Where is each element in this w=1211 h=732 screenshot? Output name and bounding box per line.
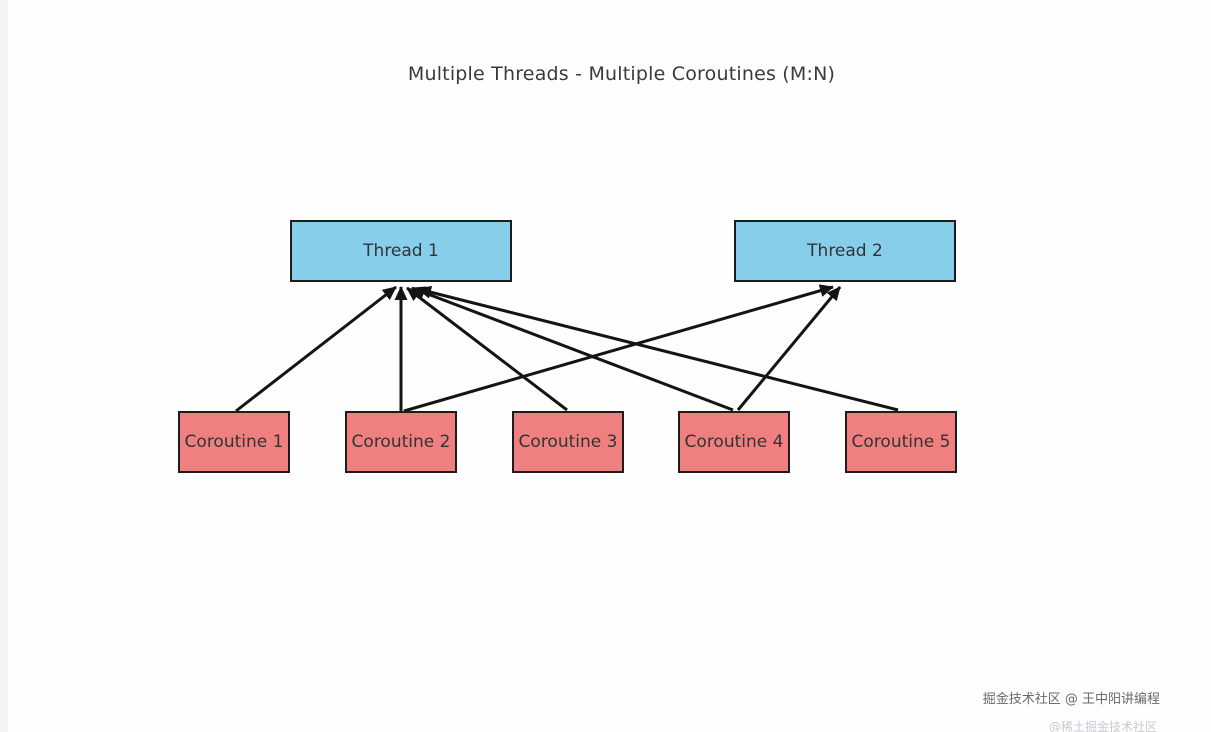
diagram-title: Multiple Threads - Multiple Coroutines (… [407, 63, 836, 85]
coroutine-1-label: Coroutine 1 [184, 432, 284, 452]
coroutine-4-node: Coroutine 4 [678, 411, 790, 473]
thread-2-label: Thread 2 [807, 241, 883, 261]
coroutine-3-node: Coroutine 3 [512, 411, 624, 473]
coroutine-4-label: Coroutine 4 [684, 432, 784, 452]
thread-1-node: Thread 1 [290, 220, 512, 282]
edge-c1-t1 [235, 285, 397, 413]
coroutine-5-label: Coroutine 5 [851, 432, 951, 452]
watermark-author: 掘金技术社区 @ 王中阳讲编程 [982, 692, 1160, 707]
edge-c2-t2 [403, 284, 834, 413]
left-edge-strip [0, 0, 8, 732]
coroutine-1-node: Coroutine 1 [178, 411, 290, 473]
coroutine-3-label: Coroutine 3 [518, 432, 618, 452]
edge-c3-t1 [406, 286, 568, 412]
watermark-community: @稀土掘金技术社区 [1048, 720, 1157, 732]
edge-c5-t1 [417, 285, 899, 412]
edge-c4-t1 [411, 286, 734, 412]
edge-c4-t2 [736, 286, 842, 411]
coroutine-2-label: Coroutine 2 [351, 432, 451, 452]
coroutine-5-node: Coroutine 5 [845, 411, 957, 473]
thread-2-node: Thread 2 [734, 220, 956, 282]
thread-1-label: Thread 1 [363, 241, 439, 261]
coroutine-2-node: Coroutine 2 [345, 411, 457, 473]
